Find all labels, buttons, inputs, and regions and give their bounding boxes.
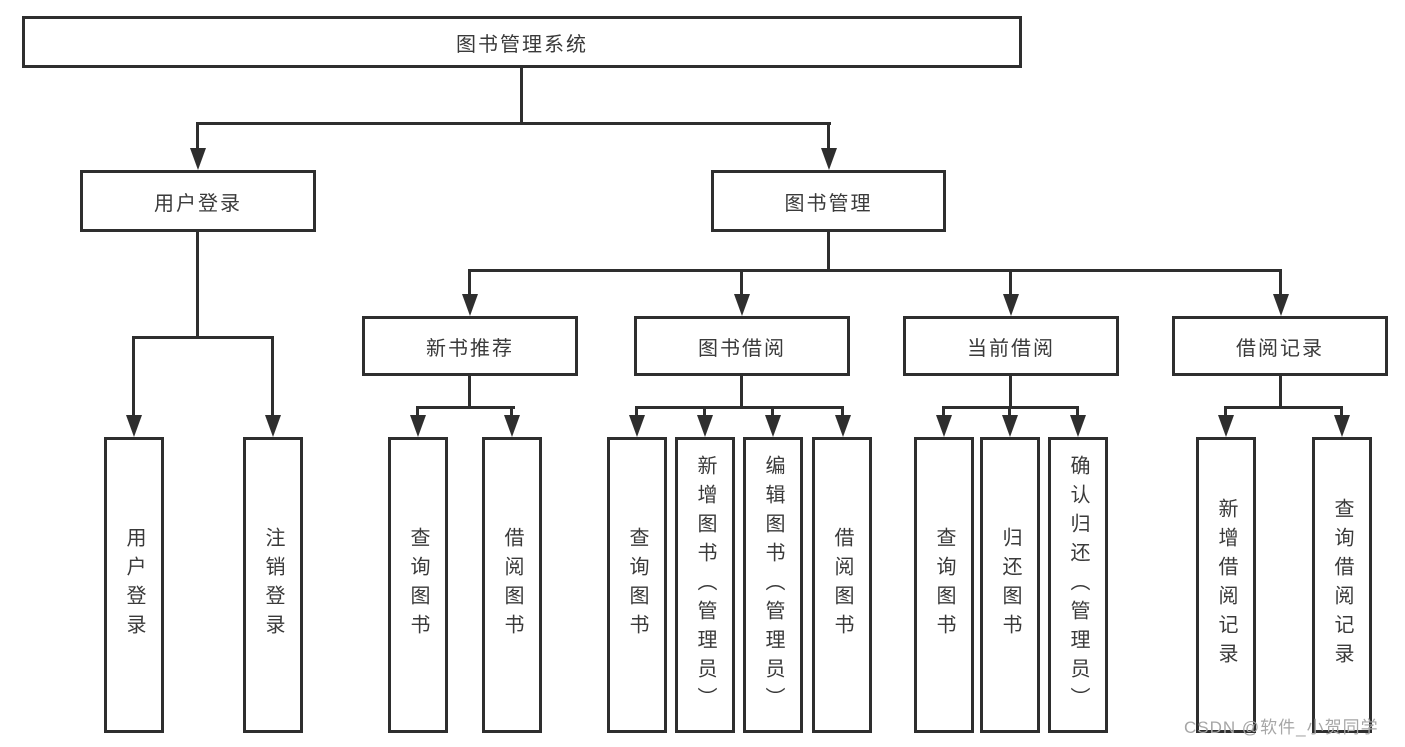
connector-mgmt-stem [827, 232, 830, 272]
leaf-query-books-recommend: 查询图书 [388, 437, 448, 733]
arrowhead-down [410, 415, 426, 437]
connector-mgmt-split [468, 269, 1282, 272]
leaf-label: 查询图书 [626, 527, 648, 643]
node-label: 用户登录 [154, 192, 242, 215]
connector-shaft [1076, 406, 1079, 417]
node-book-borrowing: 图书借阅 [634, 316, 850, 376]
arrowhead-down [504, 415, 520, 437]
leaf-edit-books-admin: 编辑图书（管理员） [743, 437, 803, 733]
arrowhead-down [462, 294, 478, 316]
node-current-borrowing: 当前借阅 [903, 316, 1119, 376]
arrowhead-down [1334, 415, 1350, 437]
connector-records-split [1224, 406, 1343, 409]
connector-borrowing-split [635, 406, 844, 409]
leaf-query-books-current: 查询图书 [914, 437, 974, 733]
leaf-label: 注销登录 [262, 527, 284, 643]
node-label: 借阅记录 [1236, 337, 1324, 360]
arrowhead-down [765, 415, 781, 437]
leaf-label: 查询借阅记录 [1331, 498, 1353, 672]
connector-shaft [827, 122, 830, 152]
leaf-label: 新增借阅记录 [1215, 498, 1237, 672]
connector-login-stem [196, 232, 199, 339]
leaf-user-login: 用户登录 [104, 437, 164, 733]
connector-shaft [468, 269, 471, 296]
arrowhead-down [1002, 415, 1018, 437]
arrowhead-down [1070, 415, 1086, 437]
leaf-label: 借阅图书 [831, 527, 853, 643]
leaf-label: 编辑图书（管理员） [762, 454, 784, 716]
node-root-system: 图书管理系统 [22, 16, 1022, 68]
connector-root-stem [520, 68, 523, 123]
arrowhead-down [1218, 415, 1234, 437]
arrowhead-down [821, 148, 837, 170]
leaf-label: 确认归还（管理员） [1067, 454, 1089, 716]
connector-shaft [942, 406, 945, 417]
arrowhead-down [936, 415, 952, 437]
connector-root-split [196, 122, 831, 125]
node-label: 图书借阅 [698, 337, 786, 360]
arrowhead-down [734, 294, 750, 316]
arrowhead-down [265, 415, 281, 437]
connector-shaft [416, 406, 419, 417]
connector-recommend-split [416, 406, 515, 409]
arrowhead-down [190, 148, 206, 170]
leaf-label: 新增图书（管理员） [694, 454, 716, 716]
connector-shaft [132, 336, 135, 417]
connector-recommend-stem [468, 376, 471, 408]
leaf-add-borrow-record: 新增借阅记录 [1196, 437, 1256, 733]
node-label: 当前借阅 [967, 337, 1055, 360]
node-user-login: 用户登录 [80, 170, 316, 232]
connector-current-stem [1009, 376, 1012, 408]
arrowhead-down [1273, 294, 1289, 316]
connector-shaft [510, 406, 513, 417]
connector-shaft [635, 406, 638, 417]
csdn-watermark: CSDN @软件_小贺同学 [1184, 718, 1379, 737]
leaf-label: 借阅图书 [501, 527, 523, 643]
leaf-query-books-borrowing: 查询图书 [607, 437, 667, 733]
connector-login-split [132, 336, 274, 339]
node-label: 新书推荐 [426, 337, 514, 360]
connector-shaft [1279, 269, 1282, 296]
connector-shaft [271, 336, 274, 417]
connector-borrowing-stem [740, 376, 743, 408]
arrowhead-down [629, 415, 645, 437]
connector-shaft [740, 269, 743, 296]
leaf-logout: 注销登录 [243, 437, 303, 733]
node-new-book-recommend: 新书推荐 [362, 316, 578, 376]
node-book-management: 图书管理 [711, 170, 946, 232]
connector-shaft [841, 406, 844, 417]
connector-shaft [1224, 406, 1227, 417]
leaf-label: 查询图书 [933, 527, 955, 643]
leaf-return-books: 归还图书 [980, 437, 1040, 733]
leaf-query-borrow-record: 查询借阅记录 [1312, 437, 1372, 733]
arrowhead-down [697, 415, 713, 437]
connector-shaft [771, 406, 774, 417]
connector-shaft [1340, 406, 1343, 417]
arrowhead-down [126, 415, 142, 437]
connector-shaft [196, 122, 199, 152]
leaf-add-books-admin: 新增图书（管理员） [675, 437, 735, 733]
leaf-label: 查询图书 [407, 527, 429, 643]
node-label: 图书管理系统 [456, 33, 588, 56]
arrowhead-down [1003, 294, 1019, 316]
leaf-borrow-books-recommend: 借阅图书 [482, 437, 542, 733]
connector-shaft [1009, 269, 1012, 296]
leaf-label: 用户登录 [123, 527, 145, 643]
leaf-label: 归还图书 [999, 527, 1021, 643]
connector-shaft [703, 406, 706, 417]
leaf-confirm-return-admin: 确认归还（管理员） [1048, 437, 1108, 733]
node-label: 图书管理 [784, 192, 873, 215]
arrowhead-down [835, 415, 851, 437]
node-borrowing-records: 借阅记录 [1172, 316, 1388, 376]
leaf-borrow-books-borrowing: 借阅图书 [812, 437, 872, 733]
connector-records-stem [1279, 376, 1282, 408]
connector-shaft [1008, 406, 1011, 417]
